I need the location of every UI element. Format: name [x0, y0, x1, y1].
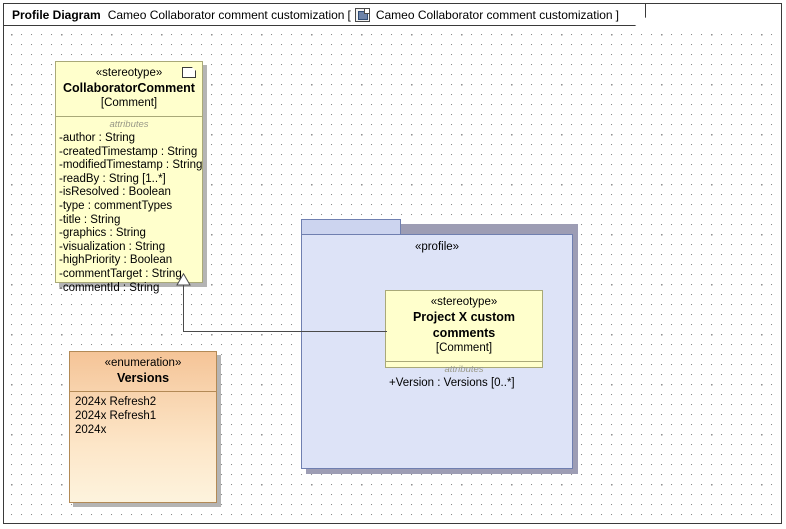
note-icon	[182, 67, 196, 78]
compartment-title: attributes	[444, 364, 484, 375]
bracket-open: [	[347, 7, 351, 22]
attribute-row[interactable]: -visualization : String	[59, 240, 166, 253]
node-header: «stereotype» Project X custom comments […	[386, 291, 542, 362]
diagram-header-tab[interactable]: Profile Diagram Cameo Collaborator comme…	[4, 4, 646, 26]
attribute-row[interactable]: -commentTarget : String	[59, 267, 182, 280]
node-header: «enumeration» Versions	[70, 352, 216, 392]
attribute-row[interactable]: -createdTimestamp : String	[59, 145, 198, 158]
diagram-icon-sheet	[358, 11, 368, 20]
literals-compartment: 2024x Refresh2 2024x Refresh1 2024x	[70, 392, 216, 437]
attribute-row[interactable]: -readBy : String [1..*]	[59, 172, 166, 185]
attribute-row[interactable]: -graphics : String	[59, 227, 146, 240]
diagram-icon	[355, 8, 370, 22]
attribute-row[interactable]: -title : String	[59, 213, 121, 226]
attribute-row[interactable]: -modifiedTimestamp : String	[59, 159, 203, 172]
node-body: «stereotype» CollaboratorComment [Commen…	[55, 61, 203, 294]
diagram-name-label: Cameo Collaborator comment customization	[107, 7, 345, 22]
attribute-row[interactable]: -author : String	[59, 132, 136, 144]
attribute-row[interactable]: +Version : Versions [0..*]	[389, 377, 515, 389]
diagram-icon-fold	[364, 9, 369, 14]
profile-package-tab	[301, 219, 401, 235]
node-header: «stereotype» CollaboratorComment [Commen…	[56, 62, 202, 117]
generalization-arrowhead	[176, 273, 191, 286]
attribute-row[interactable]: -type : commentTypes	[59, 199, 173, 212]
node-body: «stereotype» Project X custom comments […	[385, 290, 543, 389]
diagram-frame: Profile Diagram Cameo Collaborator comme…	[3, 3, 782, 524]
attributes-compartment: attributes -author : String -createdTime…	[56, 117, 202, 298]
node-name: Versions	[116, 371, 170, 385]
stereotype-keyword: «stereotype»	[95, 67, 163, 79]
node-metaclass: [Comment]	[435, 342, 493, 354]
node-collaborator-comment[interactable]: «stereotype» CollaboratorComment [Commen…	[55, 61, 207, 294]
generalization-segment-horizontal[interactable]	[183, 331, 387, 332]
node-project-x-custom-comments[interactable]: «stereotype» Project X custom comments […	[385, 290, 547, 389]
attribute-row[interactable]: -isResolved : Boolean	[59, 186, 171, 199]
node-body: «enumeration» Versions 2024x Refresh2 20…	[69, 351, 217, 503]
node-name: Project X custom comments	[412, 310, 516, 340]
attribute-row[interactable]: -highPriority : Boolean	[59, 254, 173, 267]
literal-row[interactable]: 2024x Refresh2	[75, 396, 157, 408]
literal-row[interactable]: 2024x	[75, 424, 107, 436]
profile-package-label: «profile»	[414, 241, 460, 253]
literal-row[interactable]: 2024x Refresh1	[75, 410, 157, 422]
diagram-kind-label: Profile Diagram	[12, 7, 101, 22]
bracket-close: ]	[615, 7, 619, 22]
stereotype-keyword: «stereotype»	[430, 296, 498, 308]
generalization-segment-vertical[interactable]	[183, 284, 184, 332]
attributes-compartment: attributes +Version : Versions [0..*]	[386, 362, 542, 394]
diagram-context-label: Cameo Collaborator comment customization	[375, 7, 613, 22]
diagram-canvas[interactable]: «profile» «stereotype» CollaboratorComme…	[5, 26, 780, 522]
enumeration-keyword: «enumeration»	[104, 357, 182, 369]
node-versions-enumeration[interactable]: «enumeration» Versions 2024x Refresh2 20…	[69, 351, 221, 507]
node-metaclass: [Comment]	[100, 97, 158, 109]
compartment-title: attributes	[109, 119, 149, 130]
node-name: CollaboratorComment	[63, 81, 195, 95]
attribute-row[interactable]: -commentId : String	[59, 281, 160, 294]
